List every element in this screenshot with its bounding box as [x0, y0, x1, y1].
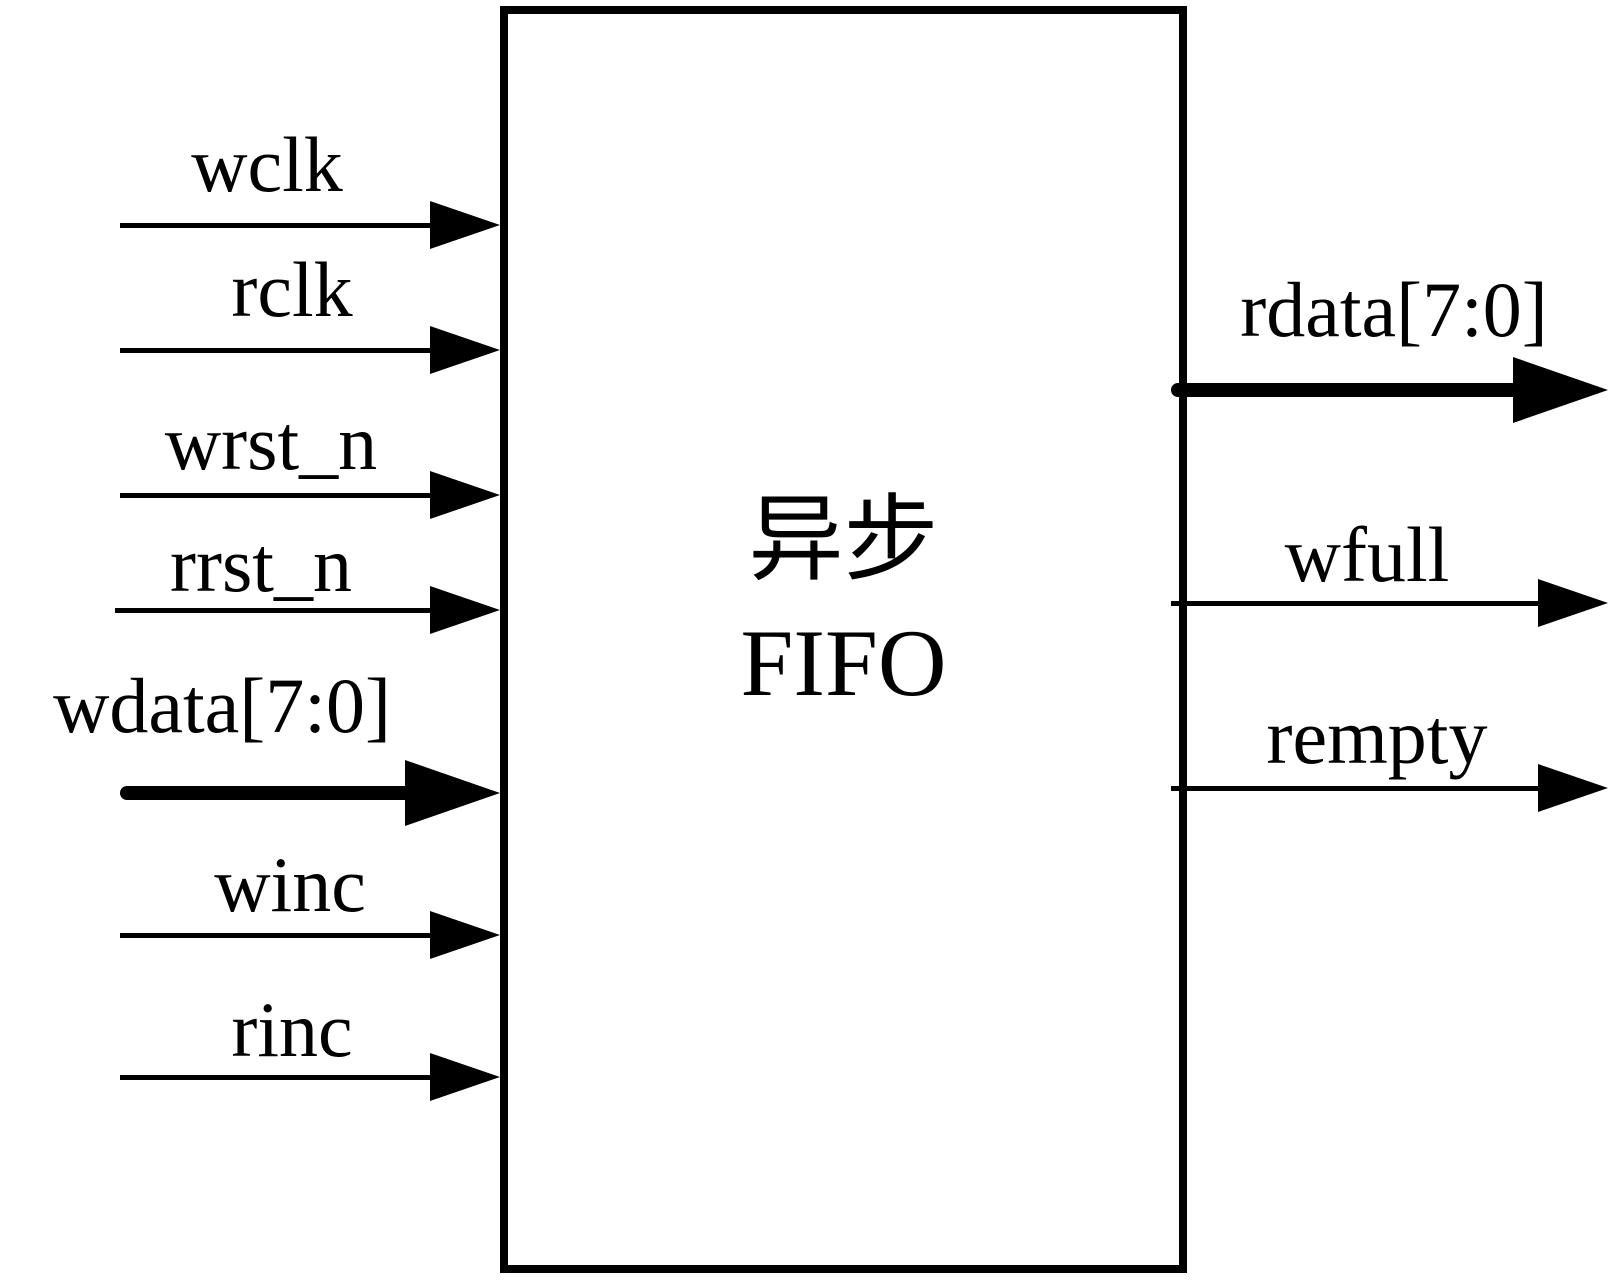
arrowhead-right-icon [1513, 357, 1608, 423]
signal-label: rinc [231, 986, 353, 1073]
signal-wire [120, 223, 470, 228]
signal-wire [120, 933, 470, 938]
arrowhead-right-icon [430, 1053, 500, 1101]
signal-label: rdata[7:0] [1240, 266, 1548, 353]
signal-label: rclk [231, 246, 353, 333]
signal-wire [1171, 601, 1547, 606]
signal-label: wrst_n [164, 399, 378, 486]
fifo-block-label-en: FIFO [740, 610, 947, 716]
signal-label: wfull [1284, 511, 1450, 598]
arrowhead-right-icon [1538, 764, 1608, 812]
arrowhead-right-icon [430, 911, 500, 959]
signal-bus-wire [120, 786, 480, 800]
signal-label: rrst_n [170, 521, 352, 608]
arrowhead-right-icon [430, 471, 500, 519]
arrowhead-right-icon [430, 326, 500, 374]
signal-bus-wire [1171, 383, 1527, 397]
arrowhead-right-icon [430, 586, 500, 634]
arrowhead-right-icon [430, 201, 500, 249]
signal-wire [1171, 786, 1547, 791]
signal-wire [120, 493, 470, 498]
signal-wire [120, 348, 470, 353]
signal-label: rempty [1266, 693, 1488, 780]
signal-wire [120, 1075, 470, 1080]
arrowhead-right-icon [405, 760, 500, 826]
fifo-block: 异步 FIFO [500, 6, 1187, 1273]
fifo-block-label: 异步 FIFO [741, 479, 947, 725]
signal-label: wdata[7:0] [53, 662, 391, 749]
signal-label: wclk [191, 121, 343, 208]
arrowhead-right-icon [1538, 579, 1608, 627]
signal-wire [115, 608, 470, 613]
fifo-block-label-cn: 异步 [748, 487, 939, 593]
signal-label: winc [214, 841, 366, 928]
